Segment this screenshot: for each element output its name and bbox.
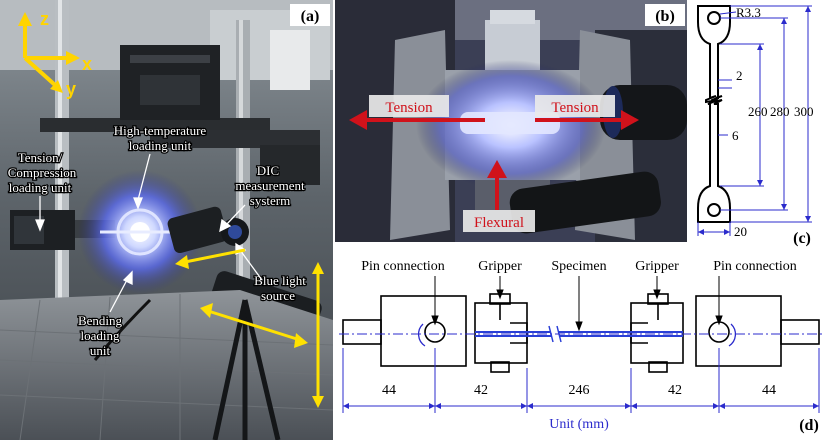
dim-300: 300 — [794, 104, 814, 119]
specimen-strip — [475, 331, 683, 337]
tension-right-label: Tension — [551, 100, 599, 116]
axis-x-label: x — [82, 54, 92, 74]
label-tension-line3: loading unit — [9, 180, 72, 195]
dim-42-right: 42 — [668, 383, 682, 398]
label-dic-line2: measurement — [235, 178, 305, 193]
fixture-technical-drawing: Pin connection Gripper Specimen Gripper … — [335, 248, 827, 440]
fixture-parts — [342, 293, 820, 373]
panel-c-specimen-drawing: R3.3 2 6 260 280 300 20 (c) — [688, 0, 827, 250]
panel-a-rig-photo: (a) z x y High-temperature loading unit … — [0, 0, 333, 440]
panel-d-tag: (d) — [799, 417, 819, 434]
load-arrows — [349, 110, 639, 210]
label-specimen: Specimen — [551, 259, 606, 274]
tension-left-label: Tension — [385, 100, 433, 116]
fixture-dimension-lines — [342, 348, 820, 413]
panel-d-fixture-drawing: Pin connection Gripper Specimen Gripper … — [335, 248, 827, 440]
dim-6: 6 — [732, 128, 739, 143]
label-blue-line1: Blue light — [254, 273, 306, 288]
dim-246: 246 — [569, 383, 590, 398]
dim-20: 20 — [734, 224, 747, 239]
panel-c-tag: (c) — [793, 230, 811, 247]
label-tension-line2: Compression — [8, 165, 77, 180]
motion-arrows — [175, 248, 324, 408]
label-tension-line1: Tension/ — [18, 150, 63, 165]
specimen-technical-drawing: R3.3 2 6 260 280 300 20 (c) — [688, 0, 827, 250]
panel-a-annotations: (a) z x y High-temperature loading unit … — [6, 4, 330, 408]
axis-y-label: y — [66, 79, 76, 99]
rig-photo-illustration — [0, 0, 333, 440]
specimen-outline — [697, 5, 731, 223]
label-bending-line2: loading — [81, 328, 120, 343]
panel-b-tag: (b) — [655, 8, 675, 25]
dim-260: 260 — [748, 104, 768, 119]
panel-a-tag-bg — [290, 4, 330, 26]
label-gripper-right: Gripper — [635, 259, 679, 274]
label-high-temp-line1: High-temperature — [114, 123, 207, 138]
dim-radius: R3.3 — [736, 5, 761, 20]
label-blue-line2: source — [261, 288, 295, 303]
tension-left-label-bg — [369, 95, 449, 117]
specimen-dimension-lines — [697, 5, 812, 236]
label-pin-connection-right: Pin connection — [713, 259, 797, 274]
unit-label: Unit (mm) — [549, 417, 609, 432]
axis-z-label: z — [40, 9, 49, 29]
panel-a-tag: (a) — [301, 8, 320, 25]
dim-2: 2 — [736, 68, 743, 83]
tension-right-label-bg — [535, 95, 615, 117]
label-bending-line1: Bending — [78, 313, 123, 328]
flexural-label-bg — [463, 210, 535, 232]
dim-42-left: 42 — [474, 383, 488, 398]
panel-b-annotations: (b) Tension Tension Flexural — [349, 4, 685, 232]
dim-44-right: 44 — [762, 383, 776, 398]
label-high-temp-line2: loading unit — [129, 138, 192, 153]
leader-lines — [35, 153, 263, 313]
label-bending-line3: unit — [90, 343, 111, 358]
coordinate-axes — [18, 12, 80, 93]
label-gripper-left: Gripper — [478, 259, 522, 274]
dim-44-left: 44 — [382, 383, 396, 398]
panel-b-tag-bg — [645, 4, 685, 26]
panel-b-closeup-photo: (b) Tension Tension Flexural — [335, 0, 687, 242]
label-dic-line1: DIC — [257, 163, 279, 178]
rotation-arrows — [417, 323, 737, 347]
label-dic-line3: systerm — [250, 193, 290, 208]
dim-280: 280 — [770, 104, 790, 119]
flexural-label: Flexural — [474, 215, 524, 231]
label-pin-connection-left: Pin connection — [361, 259, 445, 274]
